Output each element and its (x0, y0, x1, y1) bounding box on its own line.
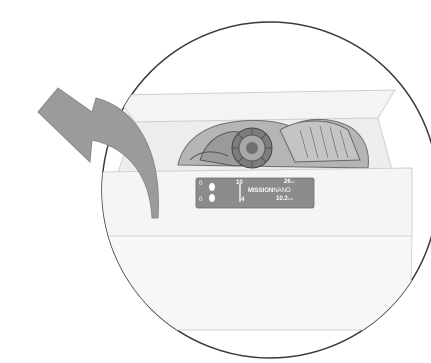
label-top-mid-value: 10 (236, 180, 243, 186)
box-back-flap (115, 90, 395, 122)
label-size-cm: 26 (284, 179, 291, 185)
label-brand-model: MISSIONNANO (248, 188, 291, 194)
label-size-cm-unit: cm (291, 180, 295, 184)
label-brand: MISSION (248, 188, 273, 194)
label-top-left-value: 0 (199, 181, 202, 187)
box-lower-section (100, 236, 412, 330)
label-bottom-right-value: 10.2inch (276, 196, 293, 202)
label-model: NANO (273, 188, 290, 194)
label-size-inch-unit: inch (288, 197, 294, 201)
label-top-right-value: 26cm (284, 179, 295, 185)
label-size-inch: 10.2 (276, 196, 288, 202)
label-bottom-left-value: 0 (199, 197, 202, 203)
label-bottom-mid-value: 4 (241, 197, 244, 203)
